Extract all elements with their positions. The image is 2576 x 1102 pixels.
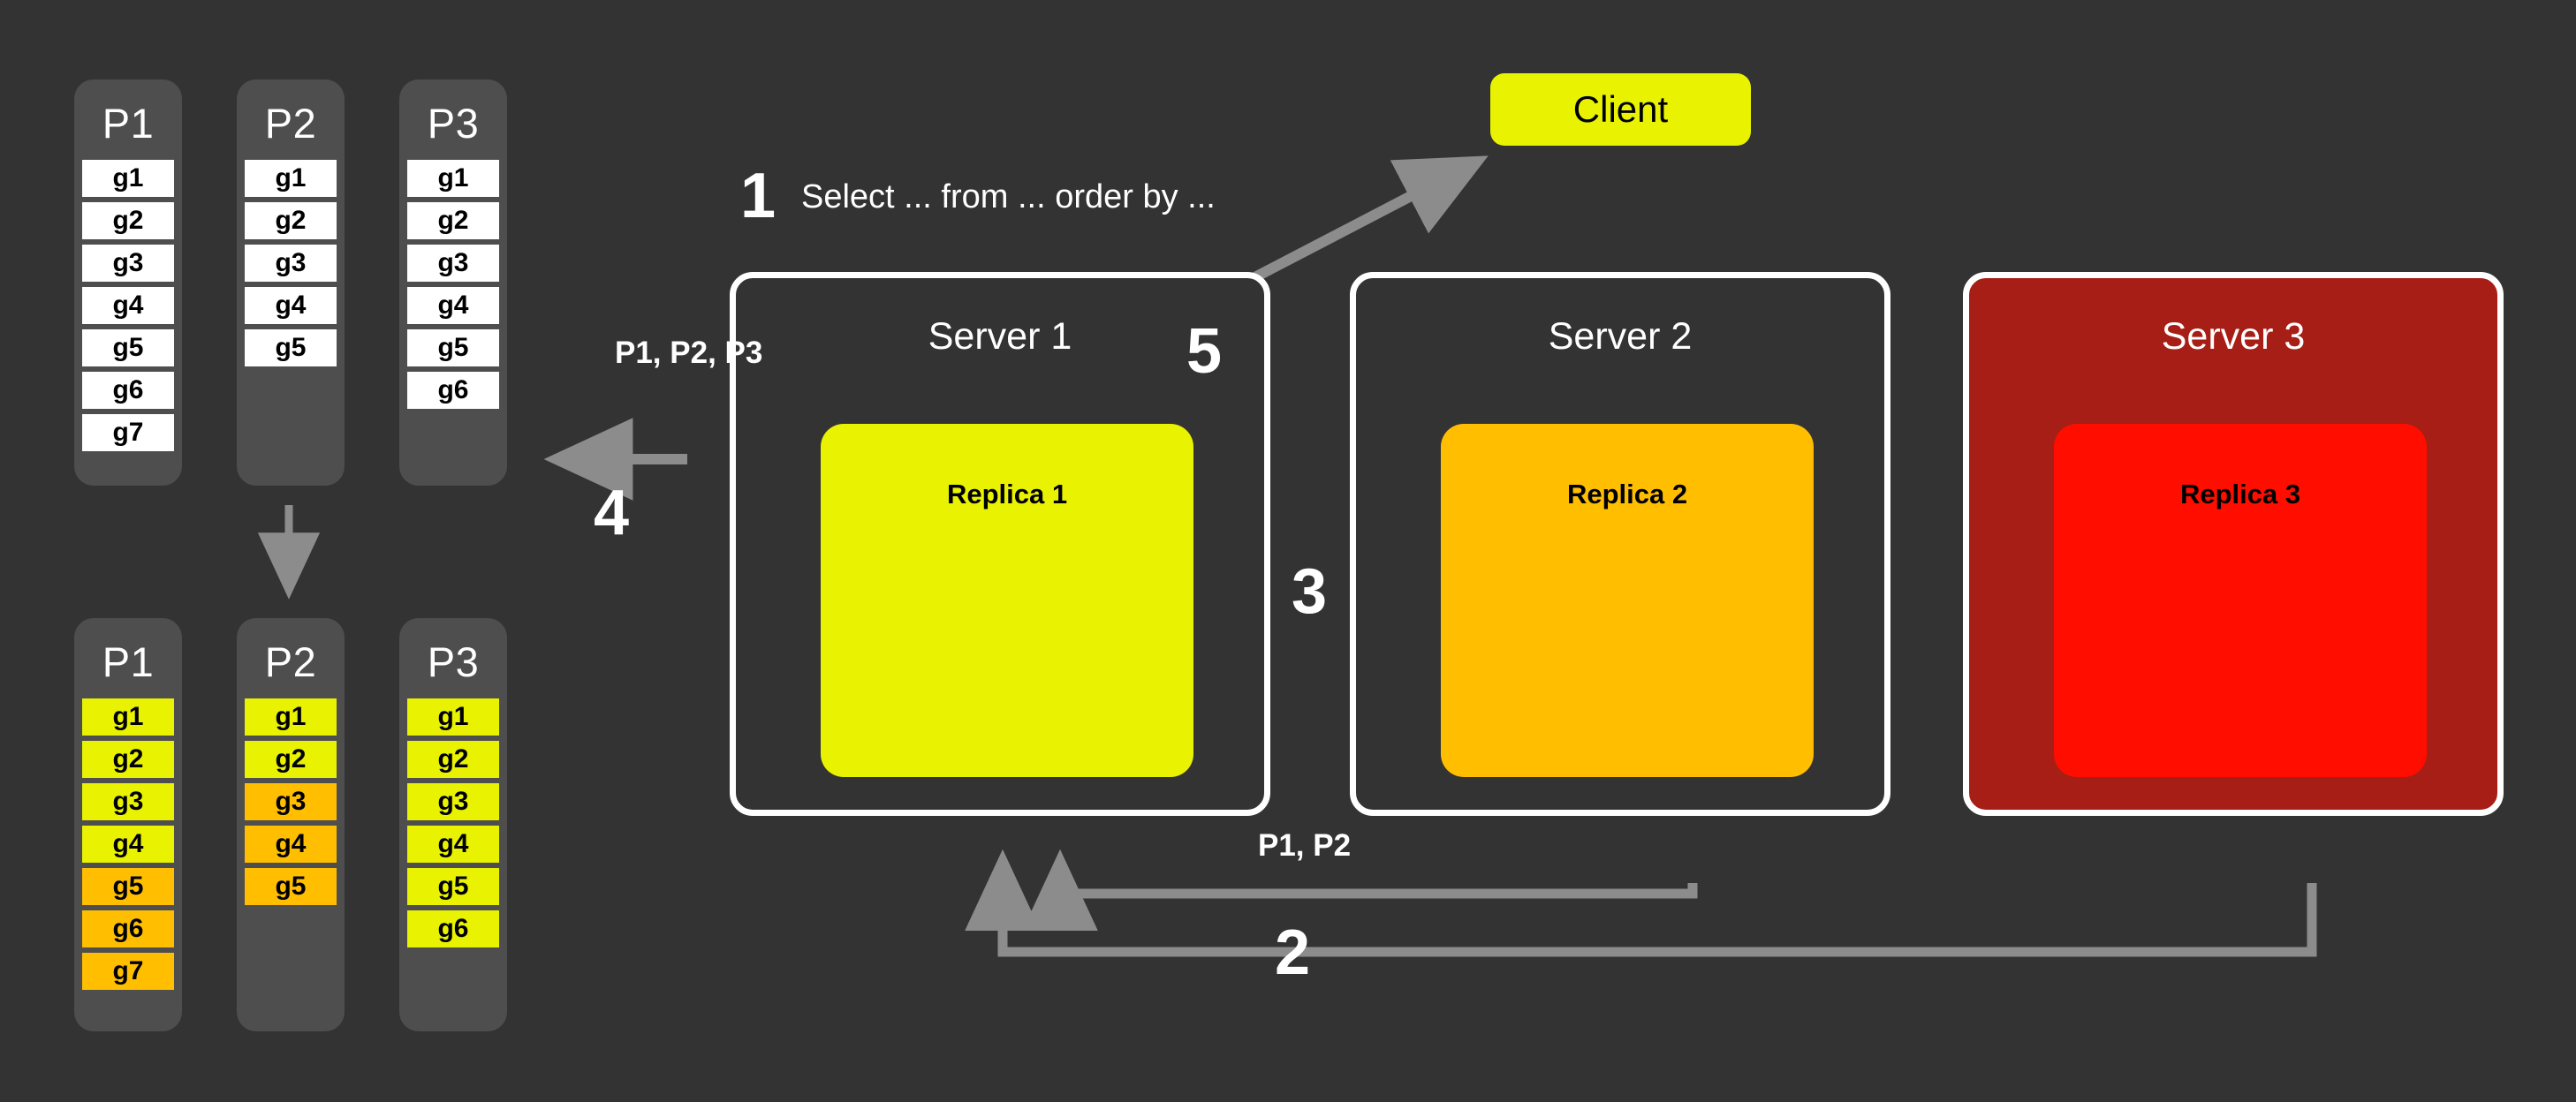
query-label: Select ... from ... order by ... (801, 178, 1216, 215)
cell-stack: g1 g2 g3 g4 g5 g6 g7 (82, 698, 174, 990)
partition-title: P2 (264, 638, 317, 685)
replica-3-box[interactable]: Replica 3 (2054, 424, 2427, 777)
cell-stack: g1 g2 g3 g4 g5 g6 (407, 698, 499, 947)
partition-cell: g1 (407, 698, 499, 736)
partition-cell: g2 (82, 202, 174, 239)
partition-before-p2: P2 g1 g2 g3 g4 g5 (237, 79, 345, 486)
label-partitions-all: P1, P2, P3 (615, 336, 763, 370)
partition-title: P2 (264, 100, 317, 147)
replica-1-box[interactable]: Replica 1 (821, 424, 1193, 777)
partition-before-p1: P1 g1 g2 g3 g4 g5 g6 g7 (74, 79, 182, 486)
cell-stack: g1 g2 g3 g4 g5 (245, 160, 337, 366)
replica-1-label: Replica 1 (946, 479, 1068, 509)
label-partitions-two: P1, P2 (1258, 828, 1352, 863)
server-3-box[interactable]: Server 3 Replica 3 (1963, 272, 2504, 816)
partition-cell: g6 (407, 910, 499, 947)
server-1-box[interactable]: Server 1 Replica 1 (730, 272, 1270, 816)
partition-cell: g1 (245, 698, 337, 736)
partition-cell: g3 (407, 783, 499, 820)
partition-cell: g1 (82, 698, 174, 736)
arrow-step-2-server3-to-server1 (965, 849, 2317, 957)
step-number-5: 5 (1186, 316, 1223, 387)
partition-title: P3 (427, 100, 480, 147)
step-number-4: 4 (594, 478, 630, 548)
partition-cell: g5 (407, 329, 499, 366)
partition-cell: g7 (82, 953, 174, 990)
partition-title: P3 (427, 638, 480, 685)
partition-cell: g3 (82, 783, 174, 820)
partition-cell: g5 (82, 329, 174, 366)
step-number-2: 2 (1275, 917, 1311, 988)
cell-stack: g1 g2 g3 g4 g5 g6 g7 (82, 160, 174, 451)
partition-cell: g2 (407, 741, 499, 778)
client-box[interactable]: Client (1490, 73, 1751, 146)
client-label: Client (1572, 88, 1669, 130)
partition-title: P1 (102, 100, 155, 147)
replica-3-label: Replica 3 (2179, 479, 2301, 509)
partition-cell: g2 (82, 741, 174, 778)
server-2-title: Server 2 (1548, 315, 1693, 358)
partition-cell: g3 (82, 245, 174, 282)
cell-stack: g1 g2 g3 g4 g5 (245, 698, 337, 905)
partition-cell: g2 (245, 741, 337, 778)
partition-cell: g1 (407, 160, 499, 197)
partition-cell: g4 (82, 287, 174, 324)
partition-after-p3: P3 g1 g2 g3 g4 g5 g6 (399, 618, 507, 1031)
partition-cell: g3 (245, 245, 337, 282)
partition-cell: g3 (407, 245, 499, 282)
partition-cell: g3 (245, 783, 337, 820)
replica-2-label: Replica 2 (1566, 479, 1688, 509)
partition-cell: g4 (407, 826, 499, 863)
step-number-3: 3 (1292, 556, 1328, 627)
partition-title: P1 (102, 638, 155, 685)
partition-cell: g6 (82, 910, 174, 947)
partition-cell: g4 (407, 287, 499, 324)
partition-cell: g6 (82, 372, 174, 409)
partition-before-p3: P3 g1 g2 g3 g4 g5 g6 (399, 79, 507, 486)
partition-after-p2: P2 g1 g2 g3 g4 g5 (237, 618, 345, 1031)
replica-2-box[interactable]: Replica 2 (1441, 424, 1814, 777)
partition-cell: g5 (82, 868, 174, 905)
partition-cell: g4 (245, 287, 337, 324)
arrow-step-2-server2-to-server1 (1022, 849, 1698, 932)
server-2-box[interactable]: Server 2 Replica 2 (1350, 272, 1890, 816)
cell-stack: g1 g2 g3 g4 g5 g6 (407, 160, 499, 409)
partition-cell: g2 (245, 202, 337, 239)
partition-cell: g4 (82, 826, 174, 863)
step-number-1: 1 (740, 161, 777, 231)
partition-cell: g7 (82, 414, 174, 451)
partition-after-p1: P1 g1 g2 g3 g4 g5 g6 g7 (74, 618, 182, 1031)
server-1-title: Server 1 (928, 315, 1072, 358)
partition-cell: g5 (245, 329, 337, 366)
partition-cell: g1 (245, 160, 337, 197)
partition-cell: g1 (82, 160, 174, 197)
partition-cell: g6 (407, 372, 499, 409)
partition-cell: g4 (245, 826, 337, 863)
partition-cell: g5 (407, 868, 499, 905)
partition-cell: g2 (407, 202, 499, 239)
server-3-title: Server 3 (2161, 315, 2306, 358)
partition-cell: g5 (245, 868, 337, 905)
